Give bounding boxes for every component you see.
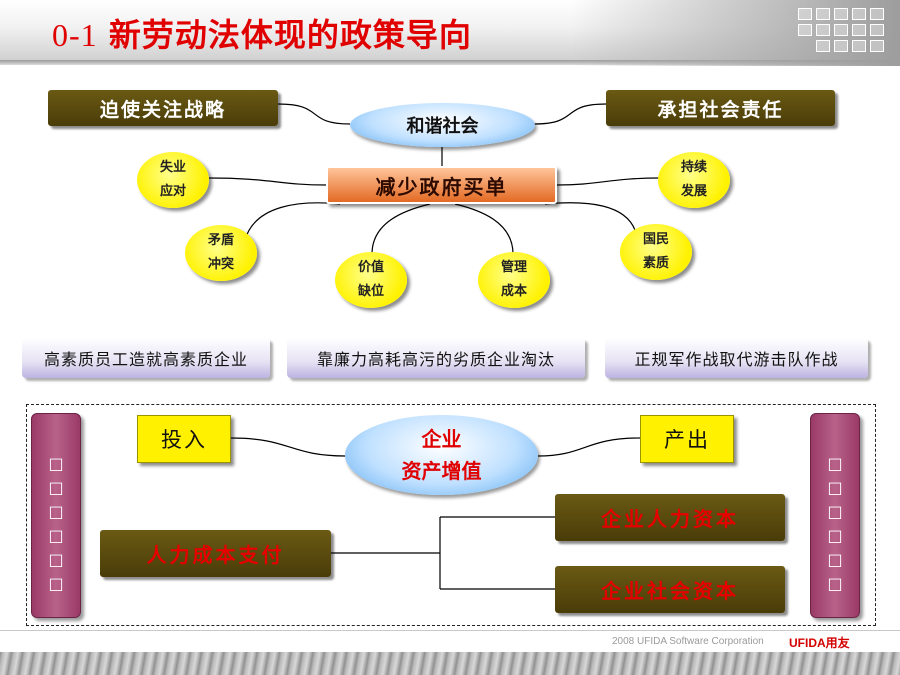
building-window [834,40,848,52]
placeholder-glyph: □ [48,574,64,593]
circle-line: 国民 [642,232,669,247]
harmonious-society-ellipse: 和谐社会 [350,103,535,147]
footer-brand-logo: UFIDA用友 [789,636,850,650]
circle-value-gap: 价值 缺位 [335,252,407,308]
placeholder-glyph: □ [48,454,64,473]
building-window [798,8,812,20]
circle-conflict: 矛盾 冲突 [185,225,257,281]
labor-cost-box: 人力成本支付 [100,530,331,577]
building-window [816,24,830,36]
building-window [816,40,830,52]
circle-citizen-quality: 国民 素质 [620,224,692,280]
title-text: 新劳动法体现的政策导向 [108,16,472,54]
placeholder-glyph: □ [48,502,64,521]
human-capital-box: 企业人力资本 [555,494,785,541]
output-box: 产出 [640,415,734,463]
connector-management-cost [454,203,514,255]
building-window [870,40,884,52]
placeholder-glyph: □ [48,526,64,545]
connector-right-goal [533,103,607,125]
connector-sustainability [556,177,661,186]
connector-output [537,437,641,457]
placeholder-glyph: □ [827,454,843,473]
circle-line: 成本 [500,284,527,299]
circle-management-cost: 管理 成本 [478,252,550,308]
building-window [852,40,866,52]
circle-line: 管理 [500,260,527,275]
building-window [852,24,866,36]
circle-line: 价值 [357,260,384,275]
circle-line: 发展 [680,184,707,199]
placeholder-glyph: □ [827,502,843,521]
building-window [870,8,884,20]
building-window [798,24,812,36]
strategy-box-quality: 高素质员工造就高素质企业 [22,338,270,378]
enterprise-asset-ellipse: 企业 资产增值 [345,415,538,495]
left-side-panel: □ □ □ □ □ □ [31,413,81,618]
bottom-dashed-panel [26,404,876,626]
hub-box: 减少政府买单 [326,166,557,204]
circle-line: 持续 [680,160,707,175]
slide-title: 0-1 新劳动法体现的政策导向 [52,10,472,56]
right-side-panel: □ □ □ □ □ □ [810,413,860,618]
placeholder-glyph: □ [48,550,64,569]
placeholder-glyph: □ [827,478,843,497]
circle-line: 冲突 [207,257,234,272]
building-graphic [570,0,900,66]
placeholder-glyph: □ [48,478,64,497]
title-number: 0-1 [52,17,98,53]
strategy-box-regular: 正规军作战取代游击队作战 [605,338,868,378]
right-goal-box: 承担社会责任 [606,90,835,126]
connector-unemployment [208,177,327,186]
circle-sustainability: 持续 发展 [658,152,730,208]
connector-conflict [244,202,341,241]
placeholder-glyph: □ [827,574,843,593]
left-goal-box: 迫使关注战略 [48,90,278,126]
connector-value-gap [371,203,431,255]
connector-input [230,437,346,457]
ellipse-line: 企业 [421,427,462,451]
header-stripe [0,60,900,65]
circle-line: 应对 [159,184,186,199]
building-window [870,24,884,36]
building-window [834,8,848,20]
building-window [816,8,830,20]
footer-copyright: 2008 UFIDA Software Corporation [612,636,764,647]
strategy-box-elimination: 靠廉力高耗高污的劣质企业淘汰 [287,338,585,378]
footer-band [0,652,900,675]
ellipse-line: 资产增值 [401,459,482,483]
placeholder-glyph: □ [827,550,843,569]
building-window [852,8,866,20]
circle-unemployment: 失业 应对 [137,152,209,208]
footer-divider [0,630,900,631]
connector-citizen-quality [544,202,636,231]
circle-line: 素质 [642,256,669,271]
circle-line: 失业 [159,160,186,175]
circle-line: 矛盾 [207,233,234,248]
social-capital-box: 企业社会资本 [555,566,785,613]
input-box: 投入 [137,415,231,463]
building-window [834,24,848,36]
connector-left-goal [277,103,351,125]
circle-line: 缺位 [357,284,384,299]
placeholder-glyph: □ [827,526,843,545]
